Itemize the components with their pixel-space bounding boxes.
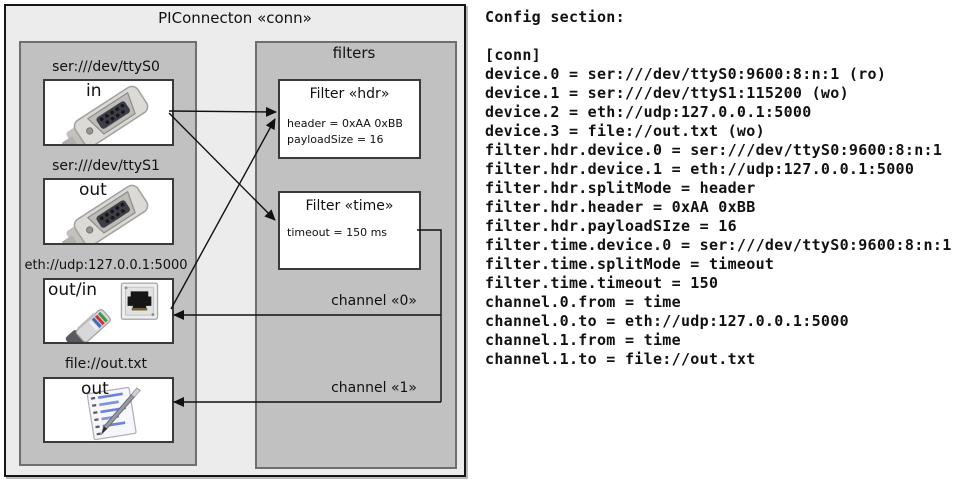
device-label-file: file://out.txt — [64, 356, 148, 372]
device-port-label: in — [86, 81, 102, 101]
device-label-ttyS1: ser:///dev/ttyS1 — [52, 158, 160, 174]
filter-hdr-prop-payload: payloadSize = 16 — [287, 133, 384, 146]
device-label-ttyS0: ser:///dev/ttyS0 — [52, 59, 160, 75]
filters-panel-title: filters — [332, 44, 376, 62]
serial-connector-icon — [61, 85, 149, 144]
device-box-eth: out/in — [43, 278, 174, 344]
filter-time-title: Filter «time» — [305, 198, 394, 214]
config-section-heading: Config section: — [485, 8, 625, 26]
device-port-label: out — [79, 180, 107, 200]
device-box-file: out — [43, 377, 174, 443]
filter-hdr-prop-header: header = 0xAA 0xBB — [287, 117, 403, 130]
device-port-label: out — [81, 379, 109, 399]
diagram-title: PIConnecton «conn» — [158, 9, 312, 27]
filter-time-box: Filter «time» timeout = 150 ms — [278, 191, 421, 270]
ethernet-icon — [65, 282, 159, 342]
filter-hdr-title: Filter «hdr» — [309, 86, 390, 102]
device-label-eth: eth://udp:127.0.0.1:5000 — [24, 258, 188, 273]
device-port-label: out/in — [48, 280, 98, 300]
device-box-ttyS1: out — [43, 178, 174, 245]
channel-1-label: channel «1» — [331, 380, 417, 396]
serial-connector-icon — [61, 184, 149, 243]
filter-hdr-box: Filter «hdr» header = 0xAA 0xBB payloadS… — [278, 79, 421, 159]
config-text: [conn] device.0 = ser:///dev/ttyS0:9600:… — [485, 46, 952, 368]
notepad-pen-icon — [86, 386, 141, 441]
filter-time-prop-timeout: timeout = 150 ms — [287, 226, 388, 239]
device-box-ttyS0: in — [43, 79, 174, 146]
channel-0-label: channel «0» — [331, 293, 417, 309]
